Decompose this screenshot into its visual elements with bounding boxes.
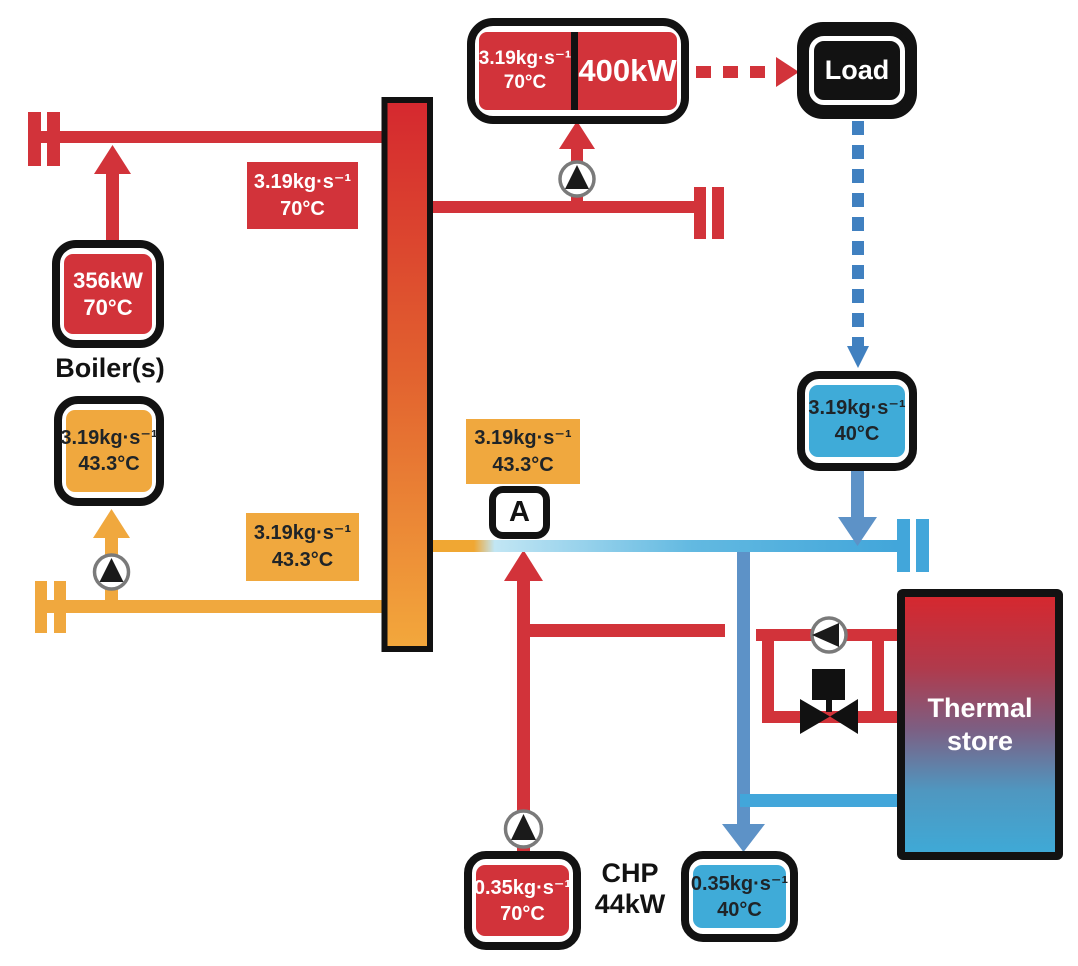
chp-supply-riser	[517, 578, 530, 853]
boiler-caption: Boiler(s)	[55, 353, 165, 383]
chp-supply-flow: 0.35kg·s⁻¹	[473, 876, 572, 899]
boiler-return-box: 3.19kg·s⁻¹ 43.3°C	[54, 396, 164, 506]
return-mid-temp: 43.3°C	[492, 453, 554, 476]
header-manifold-bar	[381, 97, 433, 652]
boiler-return-flow: 3.19kg·s⁻¹	[60, 427, 158, 449]
load-return-flow: 3.19kg·s⁻¹	[808, 397, 906, 419]
supply-pipe-label: 3.19kg·s⁻¹ 70°C	[247, 162, 358, 229]
node-a-label: A	[509, 496, 530, 528]
chp-supply-pump-icon	[503, 809, 544, 849]
return-main-end-cap	[916, 519, 929, 572]
load-box: Load	[797, 22, 917, 119]
boiler-return-arrow-icon	[93, 509, 130, 538]
load-return-arrow-icon	[838, 517, 877, 546]
chp-supply-arrow-icon	[504, 550, 543, 581]
boiler-supply-riser	[106, 170, 119, 242]
return-header-pipe-left	[47, 600, 386, 613]
control-valve-icon	[800, 669, 858, 734]
return-pipe-label-mid: 3.19kg·s⁻¹ 43.3°C	[466, 419, 580, 484]
load-supply-arrow-icon	[559, 121, 595, 149]
store-return-pipe	[740, 794, 898, 807]
chp-return-box: 0.35kg·s⁻¹ 40°C	[681, 851, 798, 942]
thermal-store-box: Thermal store	[897, 589, 1063, 860]
boiler-output-box: 356kW 70°C	[52, 240, 164, 348]
load-return-drop-pipe	[851, 470, 864, 519]
meter-divider	[571, 32, 578, 110]
boiler-supply-arrow-icon	[94, 145, 131, 174]
supply-temp-value: 70°C	[503, 72, 547, 93]
chp-return-drop-pipe	[737, 546, 750, 824]
supply-meter-inner: 3.19kg·s⁻¹ 70°C 400kW	[479, 32, 677, 110]
load-label: Load	[809, 36, 905, 105]
node-a-box: A	[489, 486, 550, 539]
supply-meter-box: 3.19kg·s⁻¹ 70°C 400kW	[467, 18, 689, 124]
supply-header-end-cap	[712, 187, 724, 239]
chp-return-flow: 0.35kg·s⁻¹	[690, 872, 789, 895]
boiler-return-pump-icon	[92, 553, 131, 591]
supply-power-value: 400kW	[578, 32, 677, 110]
store-charge-pipe	[523, 624, 725, 637]
store-bypass-left-pipe	[762, 629, 774, 723]
return-mid-flow: 3.19kg·s⁻¹	[474, 426, 572, 449]
boiler-return-temp: 43.3°C	[78, 453, 140, 475]
return-left-temp: 43.3°C	[271, 549, 334, 571]
load-return-dashed-arrow-icon	[847, 346, 869, 368]
return-left-flow: 3.19kg·s⁻¹	[253, 522, 352, 544]
return-header-end-cap	[35, 581, 47, 633]
supply-header-pipe-right	[433, 201, 695, 213]
chp-caption-line2: 44kW	[594, 889, 666, 919]
chp-supply-box: 0.35kg·s⁻¹ 70°C	[464, 851, 581, 950]
supply-flow-value: 3.19kg·s⁻¹	[478, 48, 572, 69]
blue-return-network	[384, 121, 929, 852]
load-supply-dashed-arrow-icon	[776, 57, 799, 87]
store-bypass-bottom-pipe	[762, 711, 898, 723]
supply-pipe-flow: 3.19kg·s⁻¹	[253, 170, 352, 193]
chp-supply-temp: 70°C	[500, 902, 545, 925]
load-return-temp: 40°C	[834, 423, 880, 445]
supply-pipe-temp: 70°C	[280, 197, 325, 220]
store-bypass-right-pipe	[872, 629, 884, 723]
supply-header-end-cap	[694, 187, 706, 239]
supply-meter-flow-cell: 3.19kg·s⁻¹ 70°C	[479, 32, 571, 110]
chp-caption-line1: CHP	[601, 858, 659, 888]
return-main-end-cap	[897, 519, 910, 572]
load-return-box: 3.19kg·s⁻¹ 40°C	[797, 371, 917, 471]
return-pipe-label-left: 3.19kg·s⁻¹ 43.3°C	[246, 513, 359, 581]
boiler-power-value: 356kW	[73, 268, 143, 293]
thermal-store-label-line1: Thermal	[927, 692, 1033, 723]
boiler-temp-value: 70°C	[83, 295, 133, 320]
chp-caption: CHP 44kW	[572, 858, 688, 920]
supply-header-end-cap	[28, 112, 41, 166]
thermal-store-label-line2: store	[946, 725, 1014, 756]
store-bypass-pump-icon	[810, 616, 848, 654]
load-supply-pump-icon	[558, 160, 596, 198]
chp-return-temp: 40°C	[717, 898, 762, 921]
supply-header-pipe-left	[40, 131, 386, 143]
chp-return-arrow-icon	[722, 824, 765, 852]
mixed-return-main-pipe	[384, 540, 898, 552]
